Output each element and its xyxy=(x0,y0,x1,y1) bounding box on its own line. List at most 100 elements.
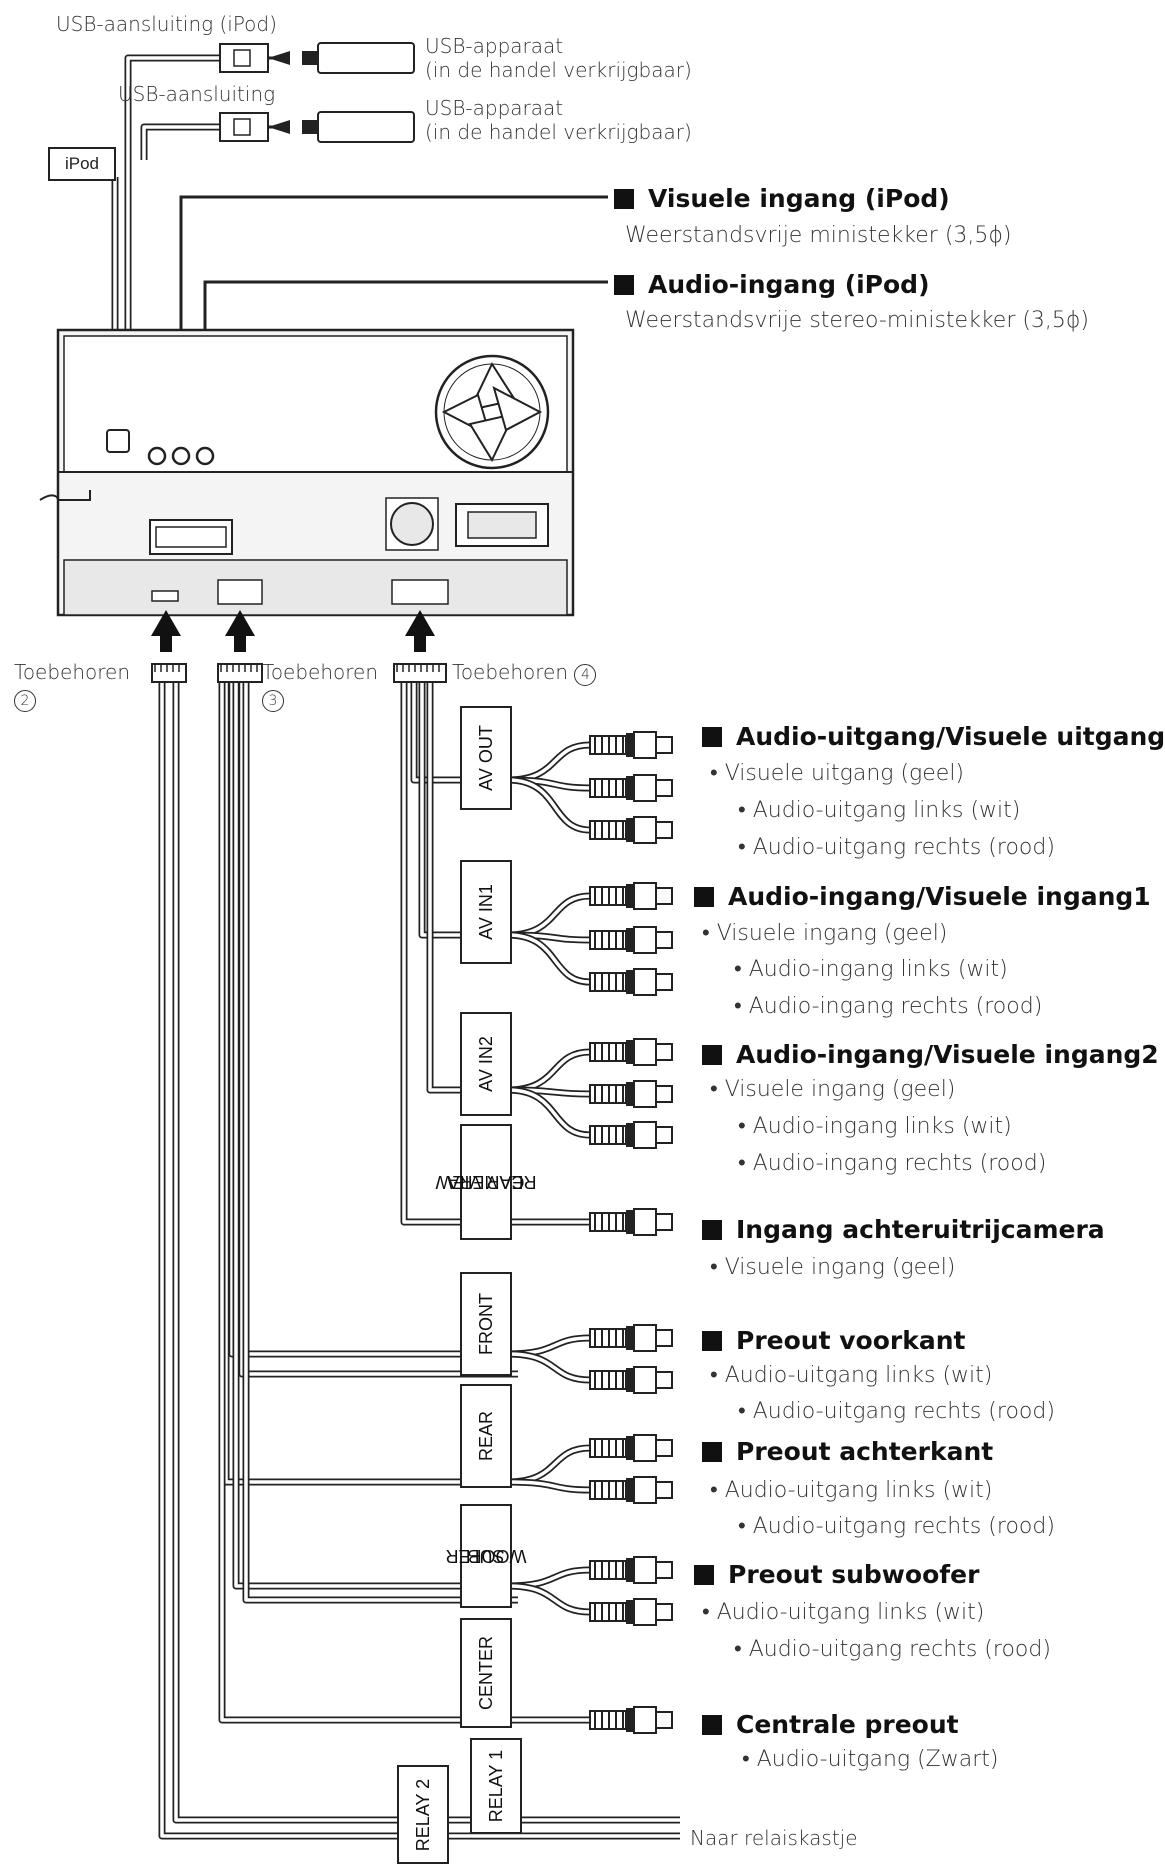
tag-av-in2: AV IN2 xyxy=(460,1012,512,1116)
accessory-3-label: Toebehoren xyxy=(262,660,379,684)
square-bullet-icon xyxy=(702,727,722,747)
group-line: • Audio-uitgang (Zwart) xyxy=(742,1747,999,1772)
usb-device-icon xyxy=(302,111,415,143)
group-heading: Audio-ingang/Visuele ingang2 xyxy=(702,1040,1159,1069)
head-unit-bottom-strip xyxy=(63,559,568,616)
accessory-2-label: Toebehoren xyxy=(14,660,131,684)
square-bullet-icon xyxy=(614,275,634,295)
rca-plug-icon xyxy=(589,968,673,996)
group-line: • Visuele ingang (geel) xyxy=(710,1077,956,1102)
accessory-connector-icon xyxy=(217,663,263,683)
plugs xyxy=(151,42,673,1734)
square-bullet-icon xyxy=(702,1442,722,1462)
antenna-connector-icon xyxy=(455,503,549,547)
usb-device1-line1: USB-apparaat xyxy=(425,34,564,58)
rca-plug-icon xyxy=(589,1556,673,1584)
jack-icon xyxy=(147,446,167,466)
group-line: • Visuele ingang (geel) xyxy=(710,1255,956,1280)
clip-icon xyxy=(39,490,91,501)
usb-device2-line1: USB-apparaat xyxy=(425,96,564,120)
square-bullet-icon xyxy=(702,1715,722,1735)
accessory-connector-icon xyxy=(151,663,187,683)
group-heading: Audio-uitgang/Visuele uitgang xyxy=(702,722,1165,751)
square-bullet-icon xyxy=(702,1220,722,1240)
rca-plug-icon xyxy=(589,731,673,759)
usb-slot-icon xyxy=(106,429,130,453)
rca-plug-icon xyxy=(589,1080,673,1108)
jack-icon xyxy=(171,446,191,466)
rca-plug-icon xyxy=(589,1366,673,1394)
rca-plug-icon xyxy=(589,1598,673,1626)
tag-relay-2: RELAY 2 xyxy=(397,1765,449,1864)
group-line: • Audio-ingang links (wit) xyxy=(734,957,1008,982)
arrow-up-icon xyxy=(405,610,435,652)
group-line: • Audio-ingang rechts (rood) xyxy=(738,1151,1047,1176)
group-line: • Audio-uitgang links (wit) xyxy=(710,1478,993,1503)
wire xyxy=(507,1048,591,1094)
group-line: • Audio-ingang links (wit) xyxy=(738,1114,1012,1139)
group-line: • Audio-uitgang links (wit) xyxy=(702,1600,985,1625)
tag-relay-1: RELAY 1 xyxy=(470,1738,522,1834)
jack-icon xyxy=(195,446,215,466)
group-line: • Audio-uitgang links (wit) xyxy=(710,1363,993,1388)
group-line: • Audio-uitgang rechts (rood) xyxy=(738,1514,1055,1539)
arrows xyxy=(151,610,435,652)
group-heading: Preout achterkant xyxy=(702,1437,993,1466)
group-line: • Visuele uitgang (geel) xyxy=(710,761,965,786)
wire xyxy=(507,892,591,939)
rca-plug-icon xyxy=(589,1121,673,1149)
group-heading: Preout voorkant xyxy=(702,1326,965,1355)
tag-front: FRONT xyxy=(460,1272,512,1376)
rca-plug-icon xyxy=(589,1324,673,1352)
ipod-label: iPod xyxy=(48,147,116,181)
group-heading: Audio-ingang/Visuele ingang1 xyxy=(694,882,1151,911)
square-bullet-icon xyxy=(702,1331,722,1351)
arrow-up-icon xyxy=(151,610,181,652)
arrow-up-icon xyxy=(225,610,255,652)
square-bullet-icon xyxy=(702,1045,722,1065)
visual-input-ipod-desc: Weerstandsvrije ministekker (3,5ϕ) xyxy=(625,223,1012,248)
accessory-connector-icon xyxy=(393,663,447,683)
group-line: • Visuele ingang (geel) xyxy=(702,921,948,946)
group-heading: Ingang achteruitrijcamera xyxy=(702,1215,1105,1244)
usb-device1-line2: (in de handel verkrijgbaar) xyxy=(425,58,692,82)
rca-plug-icon xyxy=(589,774,673,802)
usb-device2-line2: (in de handel verkrijgbaar) xyxy=(425,120,692,144)
wire xyxy=(140,123,220,160)
usb-device-icon xyxy=(302,42,415,74)
tag-av-in1: AV IN1 xyxy=(460,860,512,964)
relay-note: Naar relaiskastje xyxy=(690,1826,858,1850)
accessory-3-number: 3 xyxy=(262,686,284,712)
rca-plug-icon xyxy=(589,1476,673,1504)
rca-plug-icon xyxy=(589,1208,673,1236)
tag-rear: REAR xyxy=(460,1384,512,1488)
wire xyxy=(507,1582,591,1616)
group-line: • Audio-uitgang rechts (rood) xyxy=(738,1399,1055,1424)
wire xyxy=(507,741,591,784)
rca-plug-icon xyxy=(589,1038,673,1066)
rca-plug-icon xyxy=(589,926,673,954)
usb-connector-label: USB-aansluiting xyxy=(118,82,276,106)
rca-plug-icon xyxy=(589,1434,673,1462)
usb-plug-icon xyxy=(219,43,290,73)
visual-input-ipod-heading: Visuele ingang (iPod) xyxy=(614,184,950,213)
wire xyxy=(507,1444,591,1486)
group-line: • Audio-uitgang links (wit) xyxy=(738,798,1021,823)
usb-plug-icon xyxy=(219,112,290,142)
group-line: • Audio-ingang rechts (rood) xyxy=(734,994,1043,1019)
head-unit xyxy=(39,328,575,617)
port-connector-icon xyxy=(391,579,449,605)
port-connector-icon xyxy=(151,590,179,602)
tag-center: CENTER xyxy=(460,1618,512,1728)
accessory-4-label: Toebehoren 4 xyxy=(452,660,597,686)
audio-input-ipod-desc: Weerstandsvrije stereo-ministekker (3,5ϕ… xyxy=(625,308,1090,333)
rca-plug-icon xyxy=(589,1706,673,1734)
rca-plug-icon xyxy=(589,882,673,910)
fan-icon xyxy=(434,354,550,470)
accessory-2-number: 2 xyxy=(14,686,36,712)
wire xyxy=(507,1350,591,1384)
square-bullet-icon xyxy=(694,1565,714,1585)
